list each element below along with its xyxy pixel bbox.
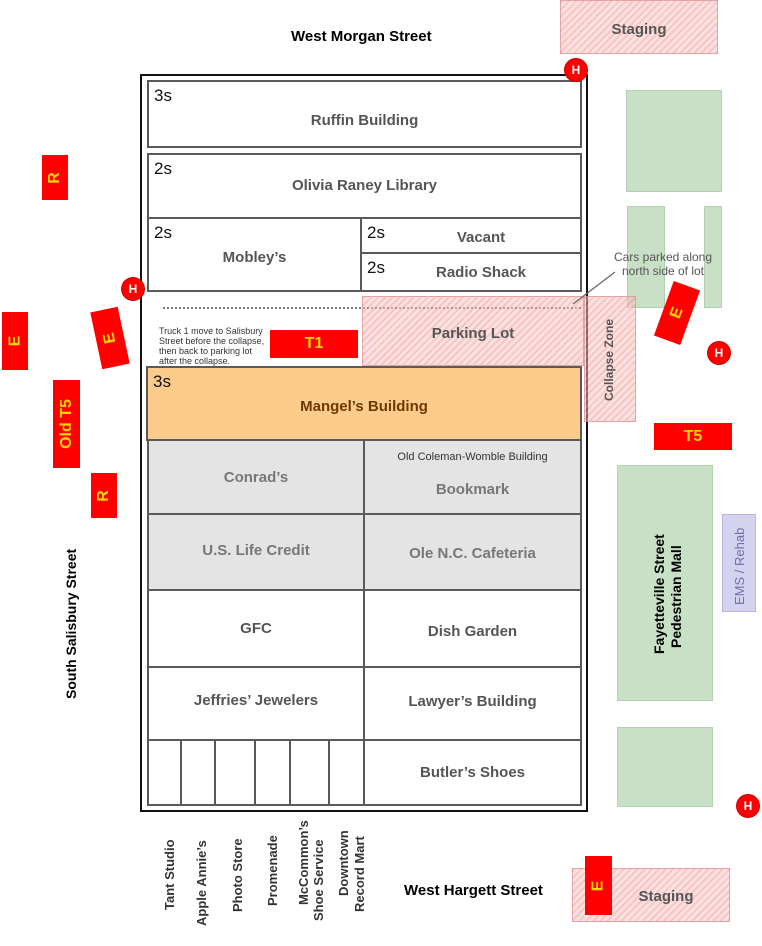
truck-note-line3: then back to parking lot bbox=[159, 346, 253, 356]
street-south: West Hargett Street bbox=[404, 882, 543, 899]
lawyers-name: Lawyer’s Building bbox=[408, 693, 537, 710]
cars-note-line2: north side of lot bbox=[621, 264, 705, 278]
small-shop-5 bbox=[289, 739, 330, 806]
street-west: South Salisbury Street bbox=[63, 548, 79, 699]
conrads-name: Conrad’s bbox=[223, 469, 289, 486]
library-stories: 2s bbox=[154, 159, 172, 178]
conrads-building: Conrad’s bbox=[147, 439, 365, 515]
pedestrian-mall: Fayetteville Street Pedestrian Mall bbox=[617, 465, 713, 701]
staging-bottom-label: Staging bbox=[638, 888, 694, 905]
green-block-1 bbox=[626, 90, 722, 192]
pedestrian-mall-label-2: Pedestrian Mall bbox=[668, 545, 684, 648]
ruffin-building: 3s Ruffin Building bbox=[147, 80, 582, 148]
staging-top: Staging bbox=[560, 0, 718, 54]
pedestrian-mall-label-1: Fayetteville Street bbox=[651, 534, 667, 654]
ems-rehab-area: EMS / Rehab bbox=[722, 514, 756, 612]
vacant-building: 2s Vacant bbox=[360, 217, 582, 254]
small-shop-2 bbox=[180, 739, 216, 806]
butlers-shoes-name: Butler’s Shoes bbox=[419, 764, 526, 781]
small-shop-3 bbox=[214, 739, 256, 806]
cafeteria-name: Ole N.C. Cafeteria bbox=[409, 545, 536, 562]
truck-note-line2: Street before the collapse, bbox=[159, 336, 265, 346]
ruffin-stories: 3s bbox=[154, 86, 172, 105]
staging-top-label: Staging bbox=[611, 21, 667, 38]
unit-engine-2[interactable]: E bbox=[90, 306, 130, 370]
shop-label-photo-store: Photo Store bbox=[230, 838, 245, 912]
bookmark-name: Bookmark bbox=[435, 481, 510, 498]
parking-lot-label: Parking Lot bbox=[431, 325, 515, 342]
gfc-name: GFC bbox=[240, 620, 272, 637]
green-block-2 bbox=[627, 206, 665, 308]
hydrant-3: H bbox=[708, 342, 730, 364]
us-life-credit-name: U.S. Life Credit bbox=[202, 542, 310, 559]
unit-t5[interactable]: T5 bbox=[654, 423, 732, 450]
unit-engine-4[interactable]: E bbox=[585, 856, 612, 915]
small-shop-6 bbox=[328, 739, 365, 806]
cafeteria-building: Ole N.C. Cafeteria bbox=[363, 513, 582, 591]
collapse-zone: Collapse Zone bbox=[584, 296, 636, 422]
small-shop-4 bbox=[254, 739, 291, 806]
green-block-5 bbox=[617, 727, 713, 807]
shop-label-promenade: Promenade bbox=[265, 835, 280, 906]
mobleys-name: Mobley’s bbox=[222, 249, 287, 266]
shop-label-downtown-2: Record Mart bbox=[352, 836, 367, 912]
lawyers-building: Lawyer’s Building bbox=[363, 666, 582, 741]
butlers-shoes-building: Butler’s Shoes bbox=[363, 739, 582, 806]
mangels-name: Mangel’s Building bbox=[300, 398, 428, 415]
ruffin-name: Ruffin Building bbox=[310, 112, 419, 129]
mangels-building: 3s Mangel’s Building bbox=[146, 366, 582, 441]
us-life-credit-building: U.S. Life Credit bbox=[147, 513, 365, 591]
mobleys-stories: 2s bbox=[154, 223, 172, 242]
dish-garden-name: Dish Garden bbox=[427, 623, 518, 640]
ems-rehab-label: EMS / Rehab bbox=[732, 527, 747, 605]
shop-label-downtown-1: Downtown bbox=[336, 830, 351, 896]
truck-note: Truck 1 move to Salisbury Street before … bbox=[159, 326, 274, 366]
vacant-stories: 2s bbox=[367, 223, 385, 242]
unit-engine-1[interactable]: E bbox=[2, 312, 28, 370]
shop-label-mccommons-2: Shoe Service bbox=[311, 839, 326, 921]
library-name: Olivia Raney Library bbox=[291, 177, 438, 194]
collapse-zone-label: Collapse Zone bbox=[602, 318, 616, 401]
street-north: West Morgan Street bbox=[291, 28, 432, 45]
unit-t1[interactable]: T1 bbox=[270, 330, 358, 358]
unit-rescue-1[interactable]: R bbox=[42, 155, 68, 200]
shop-label-tant-studio: Tant Studio bbox=[162, 839, 177, 910]
mobleys-building: 2s Mobley’s bbox=[147, 217, 362, 292]
truck-note-line1: Truck 1 move to Salisbury bbox=[159, 326, 263, 336]
gfc-building: GFC bbox=[147, 589, 365, 668]
cars-note-line1: Cars parked along bbox=[613, 250, 713, 264]
cars-note-pointer bbox=[572, 271, 616, 305]
city-block-outline bbox=[140, 74, 588, 812]
radio-shack-name: Radio Shack bbox=[435, 264, 527, 281]
vacant-name: Vacant bbox=[456, 229, 506, 246]
hydrant-4: H bbox=[737, 795, 759, 817]
radio-shack-building: 2s Radio Shack bbox=[360, 252, 582, 292]
mangels-stories: 3s bbox=[153, 372, 171, 391]
green-block-3 bbox=[704, 206, 722, 308]
shop-label-mccommons-1: McCommon’s bbox=[296, 820, 311, 905]
unit-rescue-2[interactable]: R bbox=[91, 473, 117, 518]
small-shop-1 bbox=[147, 739, 182, 806]
shop-label-apple-annies: Apple Annie’s bbox=[194, 840, 209, 926]
parking-lot: Parking Lot bbox=[362, 296, 584, 366]
hydrant-2: H bbox=[122, 278, 144, 300]
dish-garden-building: Dish Garden bbox=[363, 589, 582, 668]
jeffries-jewelers-name: Jeffries’ Jewelers bbox=[193, 692, 319, 709]
unit-old-t5[interactable]: Old T5 bbox=[53, 380, 80, 468]
olivia-raney-library: 2s Olivia Raney Library bbox=[147, 153, 582, 219]
cars-note: Cars parked along north side of lot bbox=[598, 250, 728, 278]
hydrant-1: H bbox=[565, 59, 587, 81]
truck-note-line4: after the collapse. bbox=[159, 356, 231, 366]
radio-shack-stories: 2s bbox=[367, 258, 385, 277]
jeffries-jewelers-building: Jeffries’ Jewelers bbox=[147, 666, 365, 741]
bookmark-building: Old Coleman-Womble Building Bookmark bbox=[363, 439, 582, 515]
bookmark-former-name: Old Coleman-Womble Building bbox=[397, 451, 548, 463]
